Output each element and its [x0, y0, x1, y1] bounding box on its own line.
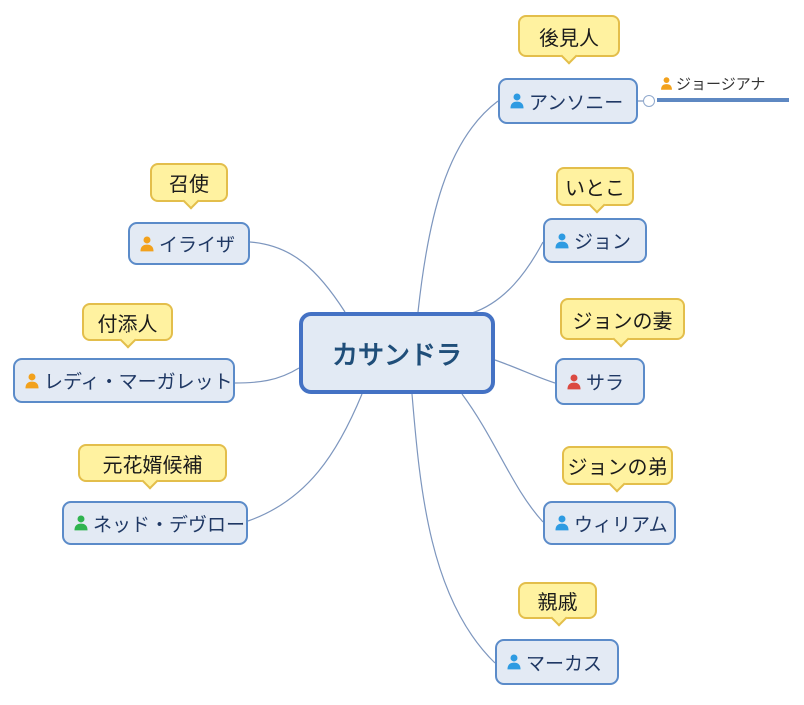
topic-label: マーカス: [526, 653, 603, 675]
callout-relative[interactable]: 親戚: [518, 582, 597, 619]
person-icon: [661, 77, 672, 90]
topic-lady-margaret[interactable]: レディ・マーガレット: [13, 358, 235, 403]
collapse-toggle[interactable]: [643, 95, 655, 107]
callout-label: 後見人: [539, 27, 599, 50]
topic-label: イライザ: [159, 235, 236, 256]
callout-guardian[interactable]: 後見人: [518, 15, 620, 57]
topic-label: ジョン: [574, 232, 632, 253]
person-icon: [74, 515, 88, 531]
branch-line-marcus: [411, 393, 496, 664]
callout-label: ジョンの妻: [572, 310, 673, 333]
topic-label: ネッド・デヴロー: [93, 514, 246, 536]
callout-label: 召使: [169, 174, 209, 196]
branch-line-anthony: [417, 100, 499, 313]
subtopic-label: ジョージアナ: [676, 76, 766, 93]
topic-label: レディ・マーガレット: [44, 372, 233, 393]
callout-servant[interactable]: 召使: [150, 163, 228, 202]
person-icon: [567, 373, 581, 389]
branch-line-eliza: [249, 241, 346, 313]
topic-sara[interactable]: サラ: [555, 358, 645, 405]
person-icon: [25, 372, 39, 388]
person-icon: [555, 515, 569, 531]
person-icon: [555, 232, 569, 248]
topic-eliza[interactable]: イライザ: [128, 222, 250, 265]
branch-line-john: [471, 241, 544, 314]
callout-johns-brother[interactable]: ジョンの弟: [562, 446, 673, 485]
subtopic-georgiana[interactable]: ジョージアナ: [657, 72, 789, 102]
branch-line-sara: [494, 359, 556, 384]
person-icon: [140, 235, 154, 251]
callout-chaperone[interactable]: 付添人: [82, 303, 173, 341]
topic-ned-devereaux[interactable]: ネッド・デヴロー: [62, 501, 248, 545]
topic-label: ウィリアム: [574, 514, 668, 536]
callout-cousin[interactable]: いとこ: [556, 167, 634, 206]
callout-label: 元花婿候補: [102, 454, 203, 477]
root-topic-label: カサンドラ: [331, 339, 462, 370]
person-icon: [510, 93, 524, 109]
callout-former-groom-candidate[interactable]: 元花婿候補: [78, 444, 227, 482]
callout-johns-wife[interactable]: ジョンの妻: [560, 298, 685, 340]
topic-label: サラ: [586, 373, 625, 394]
topic-john[interactable]: ジョン: [543, 218, 647, 263]
topic-william[interactable]: ウィリアム: [543, 501, 676, 545]
person-icon: [507, 654, 521, 670]
callout-label: いとこ: [565, 178, 625, 200]
branch-line-william: [461, 393, 544, 523]
callout-label: ジョンの弟: [567, 457, 668, 479]
topic-label: アンソニー: [529, 92, 624, 114]
branch-line-ned: [247, 393, 363, 522]
branch-line-margaret: [234, 367, 300, 384]
topic-marcus[interactable]: マーカス: [495, 639, 619, 685]
callout-label: 付添人: [97, 313, 158, 336]
topic-anthony[interactable]: アンソニー: [498, 78, 638, 124]
callout-label: 親戚: [537, 592, 578, 614]
root-topic-cassandra[interactable]: カサンドラ: [299, 312, 495, 394]
